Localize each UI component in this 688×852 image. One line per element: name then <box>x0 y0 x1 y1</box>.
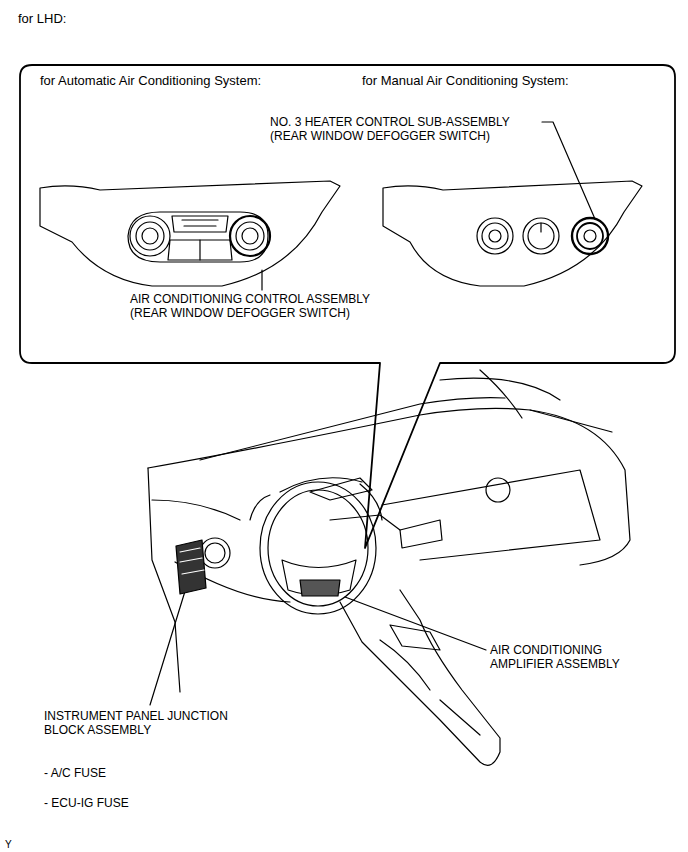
title-text: for LHD: <box>18 12 66 26</box>
part-label: Y <box>5 838 12 852</box>
part-label: NO. 3 HEATER CONTROL SUB-ASSEMBLY (REAR … <box>270 115 532 143</box>
part-label: INSTRUMENT PANEL JUNCTION BLOCK ASSEMBLY <box>44 709 254 737</box>
part-label: - ECU-IG FUSE <box>44 796 129 810</box>
dashboard-drawing <box>148 370 630 765</box>
callout-outline <box>20 65 675 548</box>
part-label: - A/C FUSE <box>44 766 106 780</box>
auto-panel <box>40 181 340 286</box>
leader-line <box>261 270 262 290</box>
part-label: AIR CONDITIONING AMPLIFIER ASSEMBLY <box>490 643 660 671</box>
part-label: AIR CONDITIONING CONTROL ASSEMBLY (REAR … <box>130 292 392 320</box>
leader-line <box>345 597 486 650</box>
manual-panel <box>383 181 642 286</box>
leader-line <box>542 122 595 219</box>
leader-line <box>150 588 186 705</box>
section-heading: for Automatic Air Conditioning System: <box>40 74 261 88</box>
section-heading: for Manual Air Conditioning System: <box>362 74 569 88</box>
